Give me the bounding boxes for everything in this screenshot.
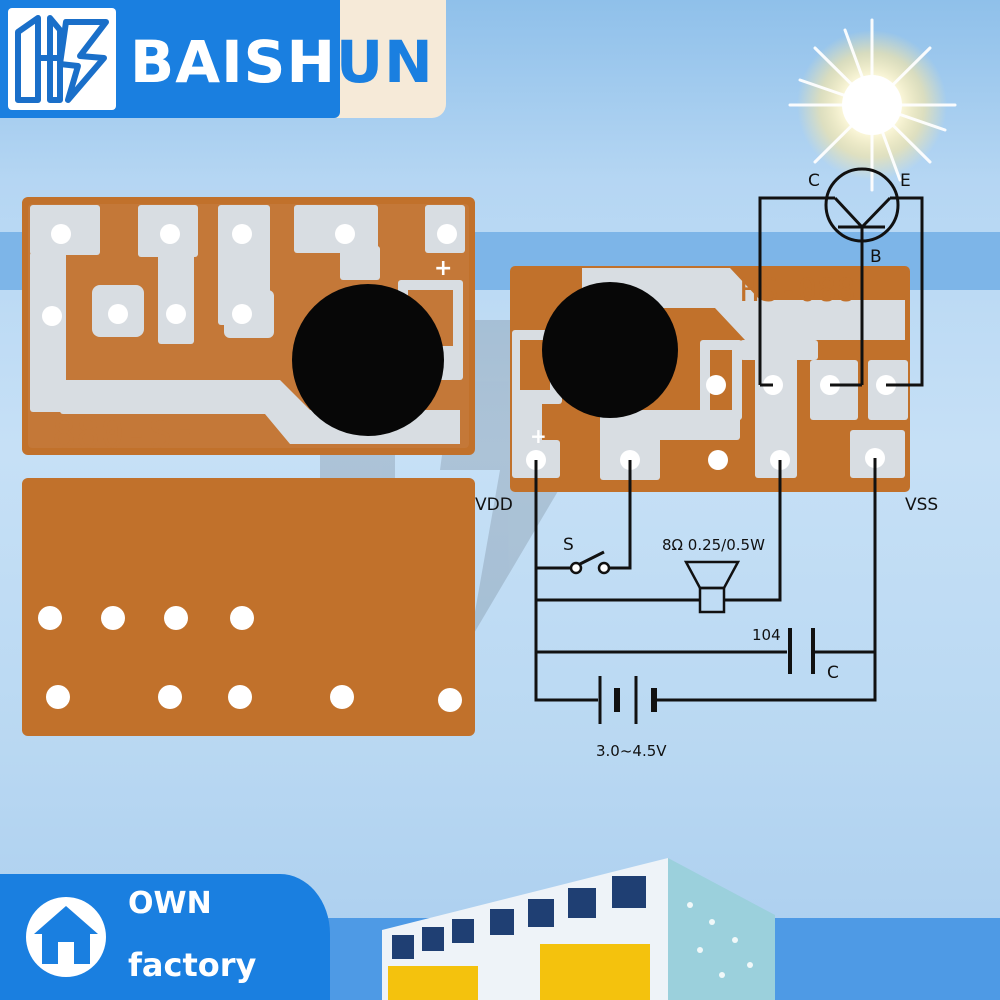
left-board-label: 880-SH [52,411,197,457]
brand-name: BAISHUN [130,22,434,102]
capacitor-letter-label: C [827,663,839,683]
factory-building-icon [382,858,775,1000]
speaker-icon [683,560,741,614]
left-chip-blob [292,284,444,436]
right-board-label: HS-088 [740,271,856,309]
vss-label: VSS [905,495,938,515]
speaker-label: 8Ω 0.25/0.5W [662,536,765,554]
left-pcb-board: + 880-SH [22,197,475,457]
schematic-wires [534,167,924,702]
transistor-base-label: B [870,247,882,267]
right-pcb-board: + HS-088 [510,266,910,492]
sun-icon [788,18,957,192]
brand-name-tail: UN [336,28,434,96]
vdd-label: VDD [475,495,513,515]
right-pcb-holes [526,375,896,470]
own-label: OWN [128,886,212,921]
left-pcb-holes [42,224,457,326]
switch-label: S [563,535,574,555]
brand-logo [8,8,116,110]
right-chip-blob [542,282,678,418]
left-plus-mark: + [434,256,452,281]
capacitor-symbol [788,628,815,674]
transistor-emitter-label: E [900,171,911,191]
transistor-collector-label: C [808,171,820,191]
factory-label: factory [128,946,257,984]
battery-symbol [598,676,657,724]
brand-box-tail [330,0,446,118]
brand-name-main: BAISH [130,28,336,96]
left-pcb-back [22,478,475,736]
right-plus-mark: + [530,424,547,448]
logo-hs-icon [15,15,109,103]
battery-voltage-label: 3.0~4.5V [596,742,667,760]
switch-contacts [569,561,611,575]
left-back-holes [38,606,462,712]
home-icon [26,897,106,977]
capacitor-value-label: 104 [752,626,781,644]
own-factory-badge: OWN factory [0,874,330,1000]
